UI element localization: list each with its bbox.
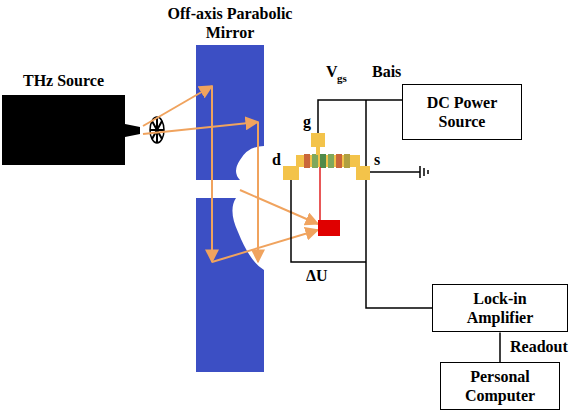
signal-label: ΔU	[306, 266, 328, 285]
thz-detector-device	[283, 133, 370, 236]
node-label: THz Source	[2, 71, 125, 90]
instrument-box: DC Power Source	[402, 84, 522, 140]
instrument-box: Lock-in Amplifier	[432, 284, 568, 332]
signal-label: Bais	[372, 62, 401, 81]
source-body	[2, 95, 125, 165]
source-nozzle	[125, 124, 140, 137]
source-box: THz Source	[2, 95, 125, 165]
upper-mirror	[196, 45, 264, 180]
lower-mirror	[196, 198, 264, 372]
signal-label: g	[303, 112, 311, 131]
signal-label: gs	[337, 72, 347, 85]
node-label: DC Power Source	[412, 93, 512, 131]
instrument-box: Personal Computer	[440, 362, 560, 410]
signal-label: d	[272, 150, 281, 169]
edge-label: Readout	[508, 337, 570, 356]
node-label: Lock-in Amplifier	[441, 289, 559, 327]
signal-label: s	[374, 150, 380, 169]
mirror-label: Off-axis Parabolic Mirror	[160, 4, 300, 42]
signal-line	[499, 332, 501, 362]
node-label: Personal Computer	[450, 367, 550, 405]
signal-label: V	[326, 62, 338, 81]
